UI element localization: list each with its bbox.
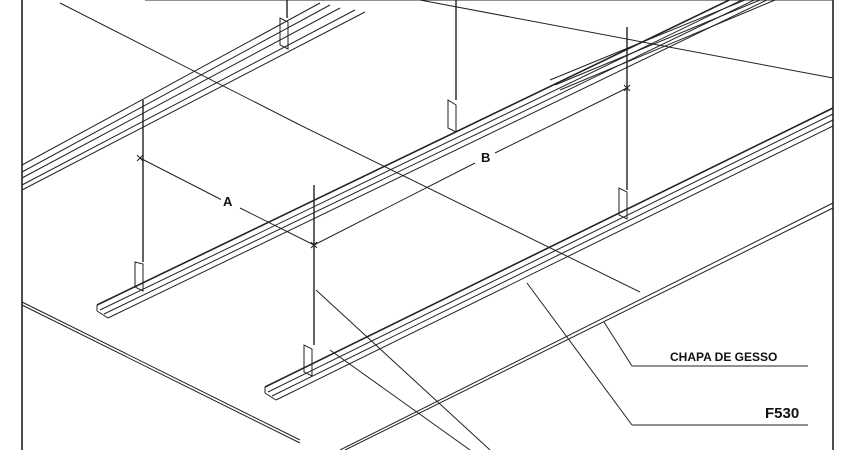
dimension-line-b [313, 84, 631, 246]
dimension-label-a: A [221, 194, 235, 209]
board-edge [21, 202, 834, 450]
dimension-label-b: B [479, 150, 493, 165]
rail-top-left [21, 2, 366, 191]
rail-top-right [470, 0, 776, 91]
hanger-clips [134, 17, 628, 377]
callout-board-label: CHAPA DE GESSO [670, 350, 778, 364]
hanger-rods [142, 0, 628, 345]
rail-lower [264, 107, 834, 401]
leader-lines [315, 282, 808, 450]
rail-middle [96, 0, 768, 319]
callout-profile-label: F530 [765, 405, 800, 422]
